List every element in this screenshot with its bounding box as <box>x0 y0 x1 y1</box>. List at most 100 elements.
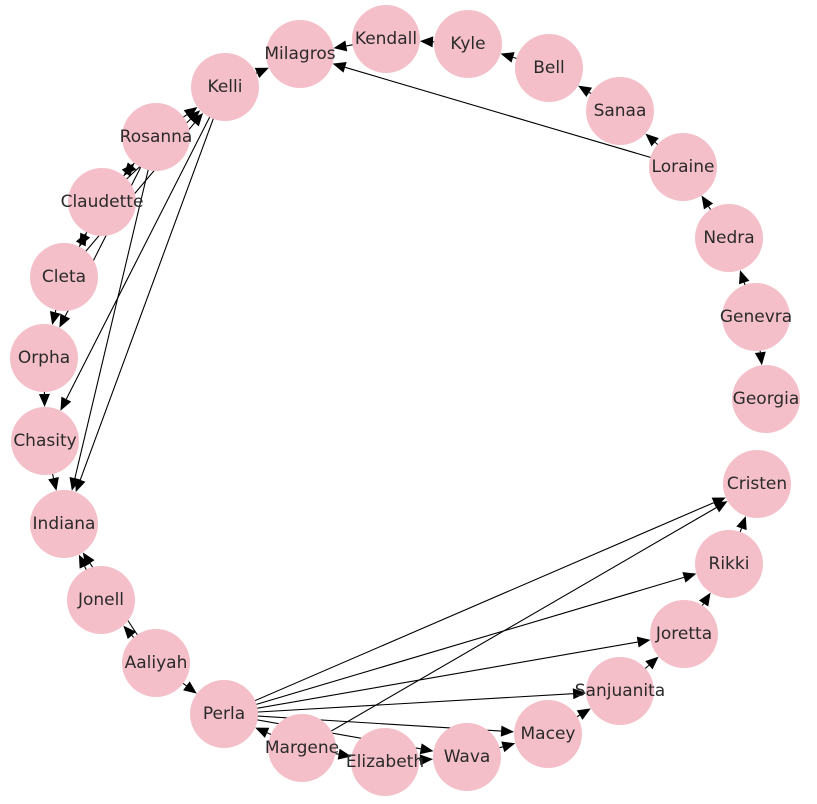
arrowhead <box>645 133 659 147</box>
arrowhead <box>183 106 198 120</box>
node-label: Joretta <box>655 624 712 644</box>
node-sanaa: Sanaa <box>586 77 654 145</box>
node-label: Aaliyah <box>125 653 188 673</box>
node-label: Kyle <box>450 34 485 54</box>
node-circle <box>10 324 78 392</box>
node-circle <box>191 53 259 121</box>
node-circle <box>30 243 98 311</box>
arrowhead <box>701 195 714 210</box>
node-circle <box>732 365 800 433</box>
node-aaliyah: Aaliyah <box>122 629 190 697</box>
node-rikki: Rikki <box>695 530 763 598</box>
node-label: Sanjuanita <box>575 681 665 701</box>
arrowhead <box>186 110 201 124</box>
arrowhead <box>682 572 697 583</box>
edge-line <box>65 86 226 400</box>
edge-line <box>223 502 715 715</box>
node-perla: Perla <box>190 680 258 748</box>
node-label: Rosanna <box>120 127 193 147</box>
node-label: Nedra <box>703 228 754 248</box>
node-circle <box>122 103 190 171</box>
node-label: Macey <box>521 724 576 744</box>
arrowhead <box>500 725 515 737</box>
node-circle <box>695 530 763 598</box>
node-circle <box>352 5 420 73</box>
node-circle <box>695 204 763 272</box>
edge-perla-to-cristen <box>223 497 726 715</box>
node-circle <box>514 700 582 768</box>
node-label: Elizabeth <box>346 752 424 772</box>
node-cristen: Cristen <box>723 450 791 518</box>
edge-perla-to-rikki <box>223 572 697 715</box>
edge-line <box>223 641 638 715</box>
node-wava: Wava <box>433 723 501 791</box>
node-circle <box>650 600 718 668</box>
arrowhead <box>698 592 711 607</box>
arrowhead <box>333 40 348 52</box>
node-rosanna: Rosanna <box>120 103 193 171</box>
node-circle <box>723 450 791 518</box>
arrowhead <box>337 748 352 760</box>
arrowhead <box>183 681 197 694</box>
node-circle <box>722 283 790 351</box>
edge-line <box>223 576 685 715</box>
edge-perla-to-joretta <box>223 636 651 715</box>
node-label: Chasity <box>13 431 76 451</box>
arrowhead <box>576 708 591 720</box>
node-circle <box>649 133 717 201</box>
arrowhead <box>75 232 87 247</box>
node-label: Genevra <box>720 307 792 327</box>
node-label: Margene <box>265 738 339 758</box>
edge-rosanna-to-indiana <box>69 136 157 491</box>
arrowhead <box>711 497 726 508</box>
node-macey: Macey <box>514 700 582 768</box>
edge-loraine-to-milagros <box>332 62 684 168</box>
arrowhead <box>69 477 81 491</box>
node-label: Indiana <box>33 514 96 534</box>
arrowhead <box>48 476 59 491</box>
node-circle <box>515 34 583 102</box>
node-orpha: Orpha <box>10 324 78 392</box>
arrowhead <box>332 62 347 73</box>
node-kyle: Kyle <box>434 10 502 78</box>
arrowhead <box>738 270 750 285</box>
arrowhead <box>255 727 270 738</box>
arrowhead <box>82 552 95 567</box>
node-label: Kelli <box>208 77 243 97</box>
node-circle <box>586 77 654 145</box>
arrowhead <box>254 67 269 78</box>
node-circle <box>68 168 136 236</box>
node-circle <box>67 566 135 634</box>
node-label: Perla <box>203 704 245 724</box>
node-circle <box>434 10 502 78</box>
arrowhead <box>645 656 659 670</box>
arrowhead <box>59 313 71 328</box>
arrowhead <box>419 754 434 766</box>
arrowhead <box>578 85 593 98</box>
node-circle <box>266 20 334 88</box>
node-margene: Margene <box>265 714 339 782</box>
node-label: Bell <box>533 58 565 78</box>
node-label: Cleta <box>42 267 86 287</box>
node-kelli: Kelli <box>191 53 259 121</box>
arrowhead <box>419 743 434 755</box>
arrowhead <box>60 396 72 411</box>
node-elizabeth: Elizabeth <box>346 728 424 796</box>
arrowhead <box>121 163 135 177</box>
edge-kelli-to-chasity <box>60 86 226 411</box>
node-milagros: Milagros <box>264 20 336 88</box>
arrowhead <box>123 625 137 640</box>
node-genevra: Genevra <box>720 283 792 351</box>
node-label: Cristen <box>727 474 787 494</box>
node-chasity: Chasity <box>11 407 79 475</box>
node-circle <box>122 629 190 697</box>
edge-line <box>74 136 157 479</box>
node-circle <box>11 407 79 475</box>
arrowhead <box>754 351 766 366</box>
arrowhead <box>38 393 50 408</box>
edge-line <box>223 693 574 715</box>
node-cleta: Cleta <box>30 243 98 311</box>
node-circle <box>268 714 336 782</box>
